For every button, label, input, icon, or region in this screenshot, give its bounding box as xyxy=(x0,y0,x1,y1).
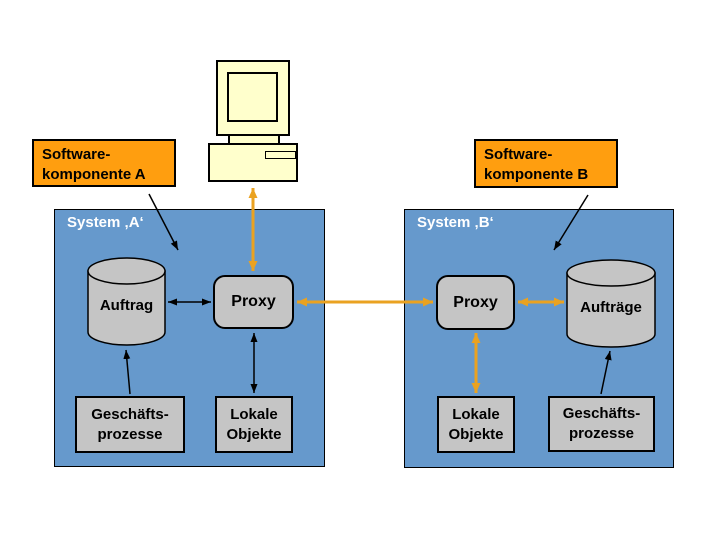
lokale-objekte-a-node: Lokale Objekte xyxy=(215,396,293,453)
database-b-label: Aufträge xyxy=(580,298,642,316)
geschaeftsprozesse-a-line1: Geschäfts- xyxy=(91,405,169,423)
geschaeftsprozesse-a-node: Geschäfts- prozesse xyxy=(75,396,185,453)
geschaeftsprozesse-b-line2: prozesse xyxy=(568,425,635,442)
database-a-label: Auftrag xyxy=(99,296,154,314)
software-component-b-callout: Software- komponente B xyxy=(474,139,618,188)
geschaeftsprozesse-b-node: Geschäfts- prozesse xyxy=(548,396,655,452)
geschaeftsprozesse-a-line2: prozesse xyxy=(97,425,163,443)
lokale-objekte-b-node: Lokale Objekte xyxy=(437,396,515,453)
proxy-b-node: Proxy xyxy=(436,275,515,330)
software-component-a-callout: Software- komponente A xyxy=(32,139,176,187)
software-component-b-line2: komponente B xyxy=(484,166,589,183)
lokale-objekte-b-line2: Objekte xyxy=(448,425,504,443)
geschaeftsprozesse-b-line1: Geschäfts- xyxy=(562,405,641,422)
software-component-a-line1: Software- xyxy=(42,146,111,163)
lokale-objekte-b-line1: Lokale xyxy=(452,405,500,423)
system-b-title: System ‚B‘ xyxy=(417,214,494,231)
lokale-objekte-a-line1: Lokale xyxy=(230,405,278,423)
computer-base xyxy=(208,143,298,182)
lokale-objekte-a-line2: Objekte xyxy=(226,425,282,443)
system-a-title: System ‚A‘ xyxy=(67,214,144,231)
software-component-b-line1: Software- xyxy=(484,146,553,163)
computer-floppy-slot xyxy=(265,151,296,159)
software-component-a-line2: komponente A xyxy=(42,166,146,183)
proxy-b-label: Proxy xyxy=(453,293,498,311)
proxy-a-node: Proxy xyxy=(213,275,294,329)
proxy-a-label: Proxy xyxy=(231,293,276,310)
computer-screen xyxy=(227,72,278,122)
